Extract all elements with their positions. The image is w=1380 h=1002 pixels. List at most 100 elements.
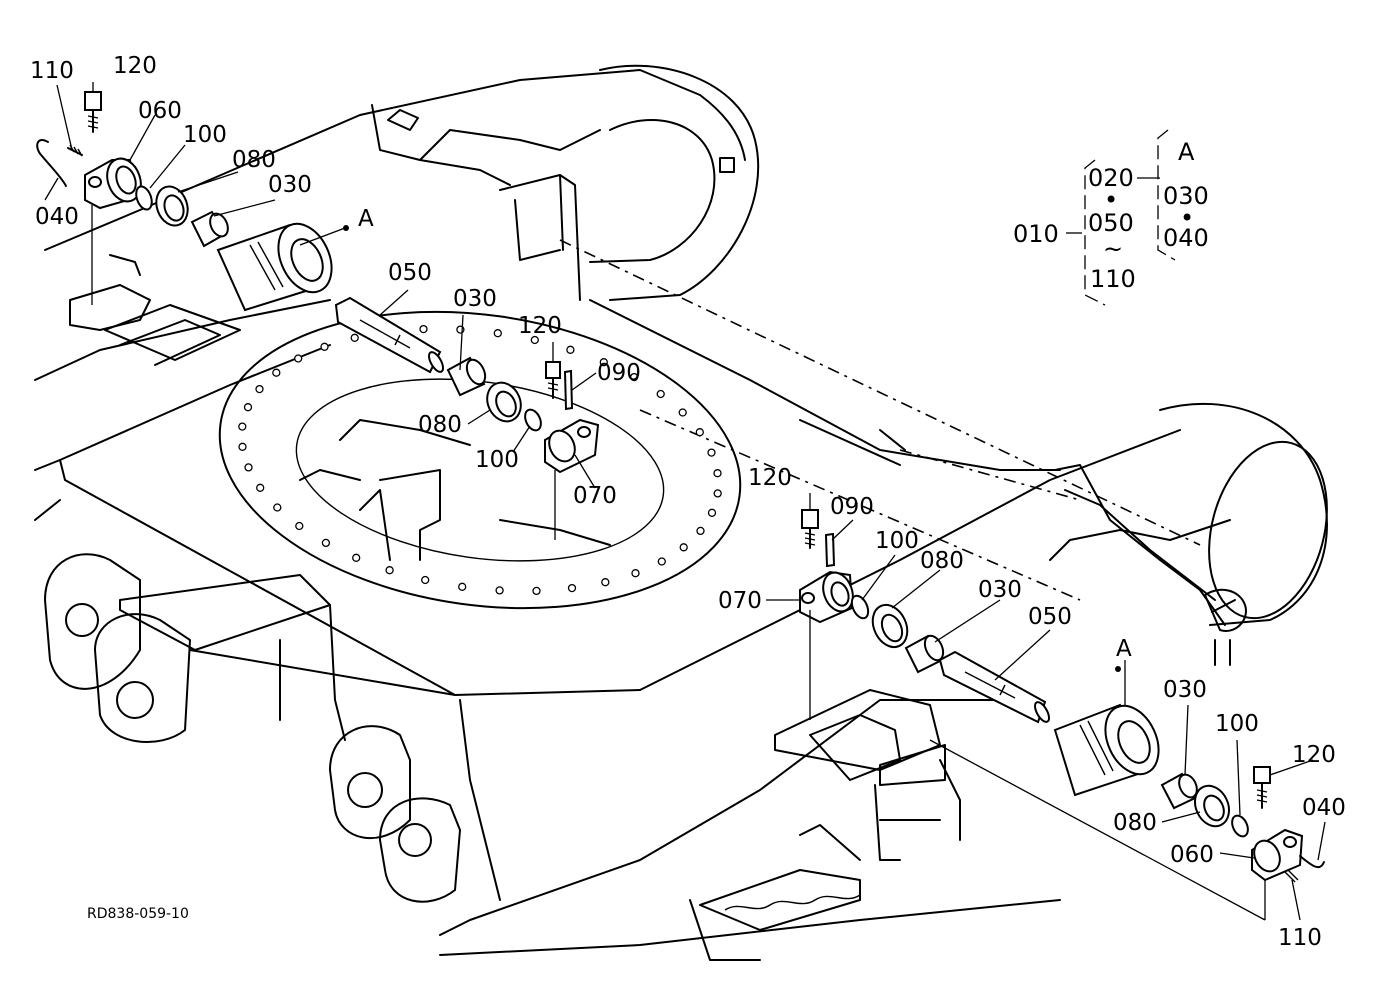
- bolt-120-upper-left: [84, 91, 102, 111]
- set-screw-110-lower-right: [1284, 869, 1299, 883]
- callout-110-upper-left: 110: [30, 58, 74, 84]
- bolt-hole: [238, 442, 247, 451]
- bolt-hole: [695, 428, 704, 437]
- callout-030-mid-left: 030: [453, 286, 497, 312]
- callout-080-front: 080: [920, 548, 964, 574]
- legend-group-item-030: 030: [1163, 182, 1209, 210]
- bolt-hole: [385, 566, 394, 575]
- legend-separator-tilde: ~: [1103, 235, 1123, 263]
- leader-lines: [44, 82, 1326, 921]
- legend-root-code: 010: [1013, 220, 1059, 248]
- bolt-hole: [657, 557, 666, 566]
- callout-040-lower-right: 040: [1302, 795, 1346, 821]
- bolt-hole: [255, 384, 264, 394]
- bolt-hole: [678, 408, 687, 417]
- bolt-hole: [238, 422, 247, 431]
- callout-110-lower-right: 110: [1278, 925, 1322, 951]
- bolt-hole: [421, 575, 430, 585]
- bolt-hole: [419, 324, 428, 334]
- callout-100-mid-left: 100: [475, 447, 519, 473]
- callout-060-upper-left: 060: [138, 98, 182, 124]
- o-ring-100-mid-left: [524, 408, 542, 432]
- snap-ring-040-lower-right: [1299, 855, 1325, 869]
- bolt-120-front: [801, 509, 819, 529]
- bolt-hole: [707, 448, 716, 457]
- callout-030-front: 030: [978, 577, 1022, 603]
- callout-a-front: A: [1116, 636, 1132, 662]
- bolt-hole: [530, 335, 539, 345]
- bolt-hole: [294, 354, 303, 363]
- callout-090-front: 090: [830, 494, 874, 520]
- legend-group-label: A: [1178, 138, 1195, 166]
- callout-120-front: 120: [748, 465, 792, 491]
- bolt-hole: [713, 489, 722, 498]
- bolt-hole: [566, 345, 575, 354]
- legend-group-item-040: 040: [1163, 224, 1209, 252]
- spring-pin-090-front: [824, 532, 836, 568]
- bolt-hole: [601, 578, 610, 587]
- bolt-hole: [493, 329, 502, 338]
- callout-050-left: 050: [388, 260, 432, 286]
- bolt-hole: [532, 586, 541, 596]
- set-screw-110-left: [67, 147, 83, 156]
- callout-100-front: 100: [875, 528, 919, 554]
- bolt-hole: [458, 582, 467, 591]
- bolt-hole: [713, 469, 722, 478]
- bolt-hole: [696, 526, 705, 536]
- callout-100-lower-right: 100: [1215, 711, 1259, 737]
- legend-separator-dot: •: [1104, 186, 1118, 214]
- o-ring-100-lower-right: [1231, 814, 1249, 838]
- callout-070-mid: 070: [573, 483, 617, 509]
- legend-group-separator: •: [1180, 204, 1194, 232]
- o-ring-100-left: [135, 185, 153, 211]
- callout-080-mid-left: 080: [418, 412, 462, 438]
- legend-item-020: 020: [1088, 164, 1134, 192]
- callout-120-lower-right: 120: [1292, 742, 1336, 768]
- front-pin-assembly: [799, 509, 1325, 920]
- bolt-hole: [244, 463, 253, 472]
- snap-ring-040-left: [36, 139, 67, 187]
- legend-item-110: 110: [1090, 265, 1136, 293]
- bolt-120-mid: [545, 361, 561, 379]
- frame-structure: [34, 64, 1328, 961]
- bolt-hole: [256, 483, 265, 492]
- drawing-reference-id: RD838-059-10: [87, 906, 189, 922]
- spring-pin-090-mid: [563, 369, 574, 411]
- bolt-hole: [679, 543, 688, 552]
- bolt-hole: [629, 372, 639, 382]
- callout-120-upper-left: 120: [113, 53, 157, 79]
- point-marker-a-left: [343, 225, 349, 231]
- bolt-hole: [631, 569, 640, 578]
- callout-030-upper-left: 030: [268, 172, 312, 198]
- bolt-hole: [495, 586, 504, 595]
- callout-080-upper-left: 080: [232, 147, 276, 173]
- bolt-hole: [352, 553, 361, 562]
- o-ring-100-front: [850, 594, 870, 620]
- callout-100-upper-left: 100: [183, 122, 227, 148]
- bolt-hole: [707, 508, 717, 517]
- callout-080-lower-right: 080: [1113, 810, 1157, 836]
- callout-050-front: 050: [1028, 604, 1072, 630]
- callout-120-mid: 120: [518, 313, 562, 339]
- bolt-hole: [350, 333, 359, 342]
- bolt-hole: [567, 583, 577, 593]
- callout-040-upper-left: 040: [35, 204, 79, 230]
- callout-a-left: A: [358, 206, 374, 232]
- callout-030-lower-right: 030: [1163, 677, 1207, 703]
- bolt-hole: [273, 503, 282, 512]
- callout-060-lower-right: 060: [1170, 842, 1214, 868]
- callout-090-mid: 090: [597, 360, 641, 386]
- legend-item-050: 050: [1088, 209, 1134, 237]
- callout-labels: 110 120 060 100 080 030 040 A 050 030 12…: [30, 53, 1346, 951]
- turntable-bolt-holes: [238, 324, 722, 596]
- bolt-120-lower-right: [1253, 766, 1271, 784]
- bolt-hole: [320, 342, 329, 351]
- bolt-hole: [656, 389, 665, 399]
- bolt-hole: [295, 521, 304, 531]
- bolt-hole: [272, 368, 281, 377]
- callout-070-front: 070: [718, 588, 762, 614]
- bolt-hole: [599, 358, 608, 367]
- point-marker-a-front: [1115, 666, 1121, 672]
- rear-pin-assembly: [36, 91, 600, 510]
- bolt-hole: [243, 403, 253, 412]
